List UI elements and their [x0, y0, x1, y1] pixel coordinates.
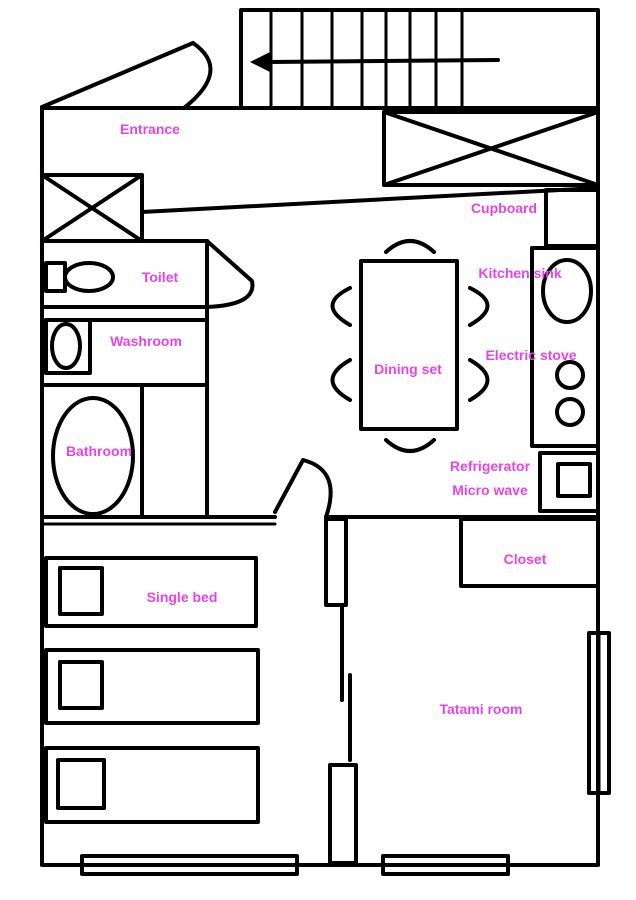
label-closet: Closet	[504, 551, 547, 567]
single-bed-2	[44, 648, 260, 725]
window-bottom-left	[80, 854, 299, 876]
toilet-tank	[44, 261, 67, 293]
stair-direction-arrow-icon	[250, 52, 270, 72]
label-toilet: Toilet	[142, 269, 179, 285]
cupboard	[544, 188, 600, 248]
label-cupboard: Cupboard	[471, 200, 537, 216]
washroom-room	[40, 305, 209, 387]
toilet-bowl	[63, 261, 115, 293]
label-micro-wave: Micro wave	[452, 482, 528, 498]
refrigerator	[538, 451, 600, 513]
entrance-wall	[140, 186, 600, 214]
bathtub	[51, 396, 135, 516]
shoe-box	[40, 173, 144, 243]
hall-door	[273, 458, 333, 519]
label-dining-set: Dining set	[374, 361, 442, 377]
label-electric-stove: Electric stove	[485, 347, 576, 363]
single-bed-1	[44, 556, 258, 628]
sliding-doors	[324, 517, 358, 865]
label-entrance: Entrance	[120, 121, 180, 137]
single-bed-3	[44, 746, 260, 824]
entrance-door	[40, 41, 213, 110]
wash-basin	[44, 318, 92, 375]
label-bathroom: Bathroom	[66, 443, 132, 459]
label-tatami-room: Tatami room	[440, 701, 523, 717]
label-washroom: Washroom	[110, 333, 182, 349]
window-right	[587, 631, 611, 795]
label-kitchen-sink: Kitchen sink	[478, 265, 561, 281]
closet	[459, 517, 600, 588]
toilet-room	[40, 239, 255, 309]
kitchen-sink-basin	[541, 258, 593, 324]
window-bottom-right	[381, 854, 510, 876]
dining-set	[330, 239, 490, 453]
kitchen-counter	[530, 246, 600, 448]
stove-burner-icon	[555, 360, 585, 390]
label-single-bed: Single bed	[147, 589, 218, 605]
stove-burner-icon	[555, 397, 585, 427]
staircase	[239, 8, 600, 110]
label-refrigerator: Refrigerator	[450, 458, 531, 474]
room-labels: Entrance Cupboard Toilet Kitchen sink Wa…	[66, 121, 577, 717]
storage-box-upper	[382, 110, 600, 187]
bathroom-room	[51, 383, 209, 519]
